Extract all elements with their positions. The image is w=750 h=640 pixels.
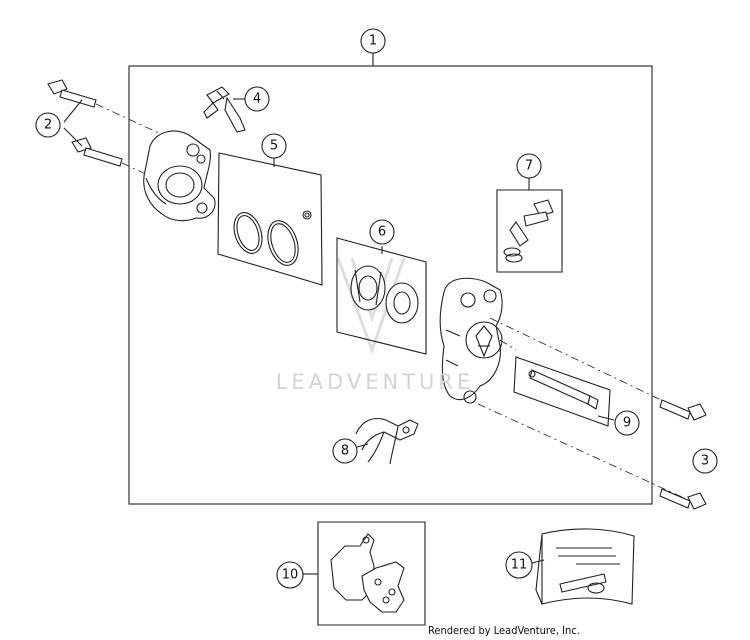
callout-10: 10	[282, 568, 299, 583]
callout-circle-11	[505, 551, 533, 579]
leader-2-upper	[63, 99, 83, 123]
callout-circle-3	[692, 448, 718, 474]
watermark-text: LEADVENTURE	[276, 370, 475, 394]
callout-11: 11	[511, 558, 528, 573]
callout-2: 2	[44, 118, 52, 133]
bleeder-kit	[496, 178, 563, 273]
callout-6: 6	[378, 225, 386, 240]
leader-11	[531, 559, 545, 564]
guide-pin-kit	[513, 356, 611, 427]
callout-circle-5	[261, 133, 287, 159]
callout-circle-4	[244, 86, 270, 112]
callout-8: 8	[341, 444, 349, 459]
pad-spring	[355, 417, 419, 465]
leader-9	[597, 415, 615, 421]
callout-circle-10	[276, 561, 304, 589]
brake-pad-kit	[317, 521, 426, 626]
callout-3: 3	[701, 454, 709, 469]
callout-1: 1	[369, 34, 377, 49]
callout-9: 9	[623, 416, 631, 431]
callout-circle-1	[360, 28, 386, 54]
dashed-pin-axes	[477, 317, 683, 498]
bolt-right-lower	[659, 488, 707, 510]
piston-kit	[336, 237, 427, 355]
callout-circle-6	[369, 219, 395, 245]
callout-circle-8	[332, 438, 358, 464]
bolt-left-lower	[71, 137, 123, 167]
callout-4: 4	[253, 92, 261, 107]
callout-circle-7	[516, 153, 542, 179]
callout-circle-2	[35, 112, 61, 138]
caliper-bracket	[143, 130, 216, 222]
callout-circle-9	[614, 410, 640, 436]
bolt-right-upper	[659, 399, 707, 421]
callout-5: 5	[270, 139, 278, 154]
callout-7: 7	[525, 159, 533, 174]
lubricant-packet	[535, 528, 635, 605]
assembly-frame	[128, 65, 653, 505]
bleeder-valve	[203, 86, 246, 133]
leader-8	[356, 443, 369, 448]
leader-2-lower	[63, 127, 83, 147]
render-credit: Rendered by LeadVenture, Inc.	[428, 624, 580, 637]
bolt-left-upper	[47, 79, 97, 108]
caliper-body	[439, 277, 503, 404]
seal-kit	[217, 152, 323, 286]
